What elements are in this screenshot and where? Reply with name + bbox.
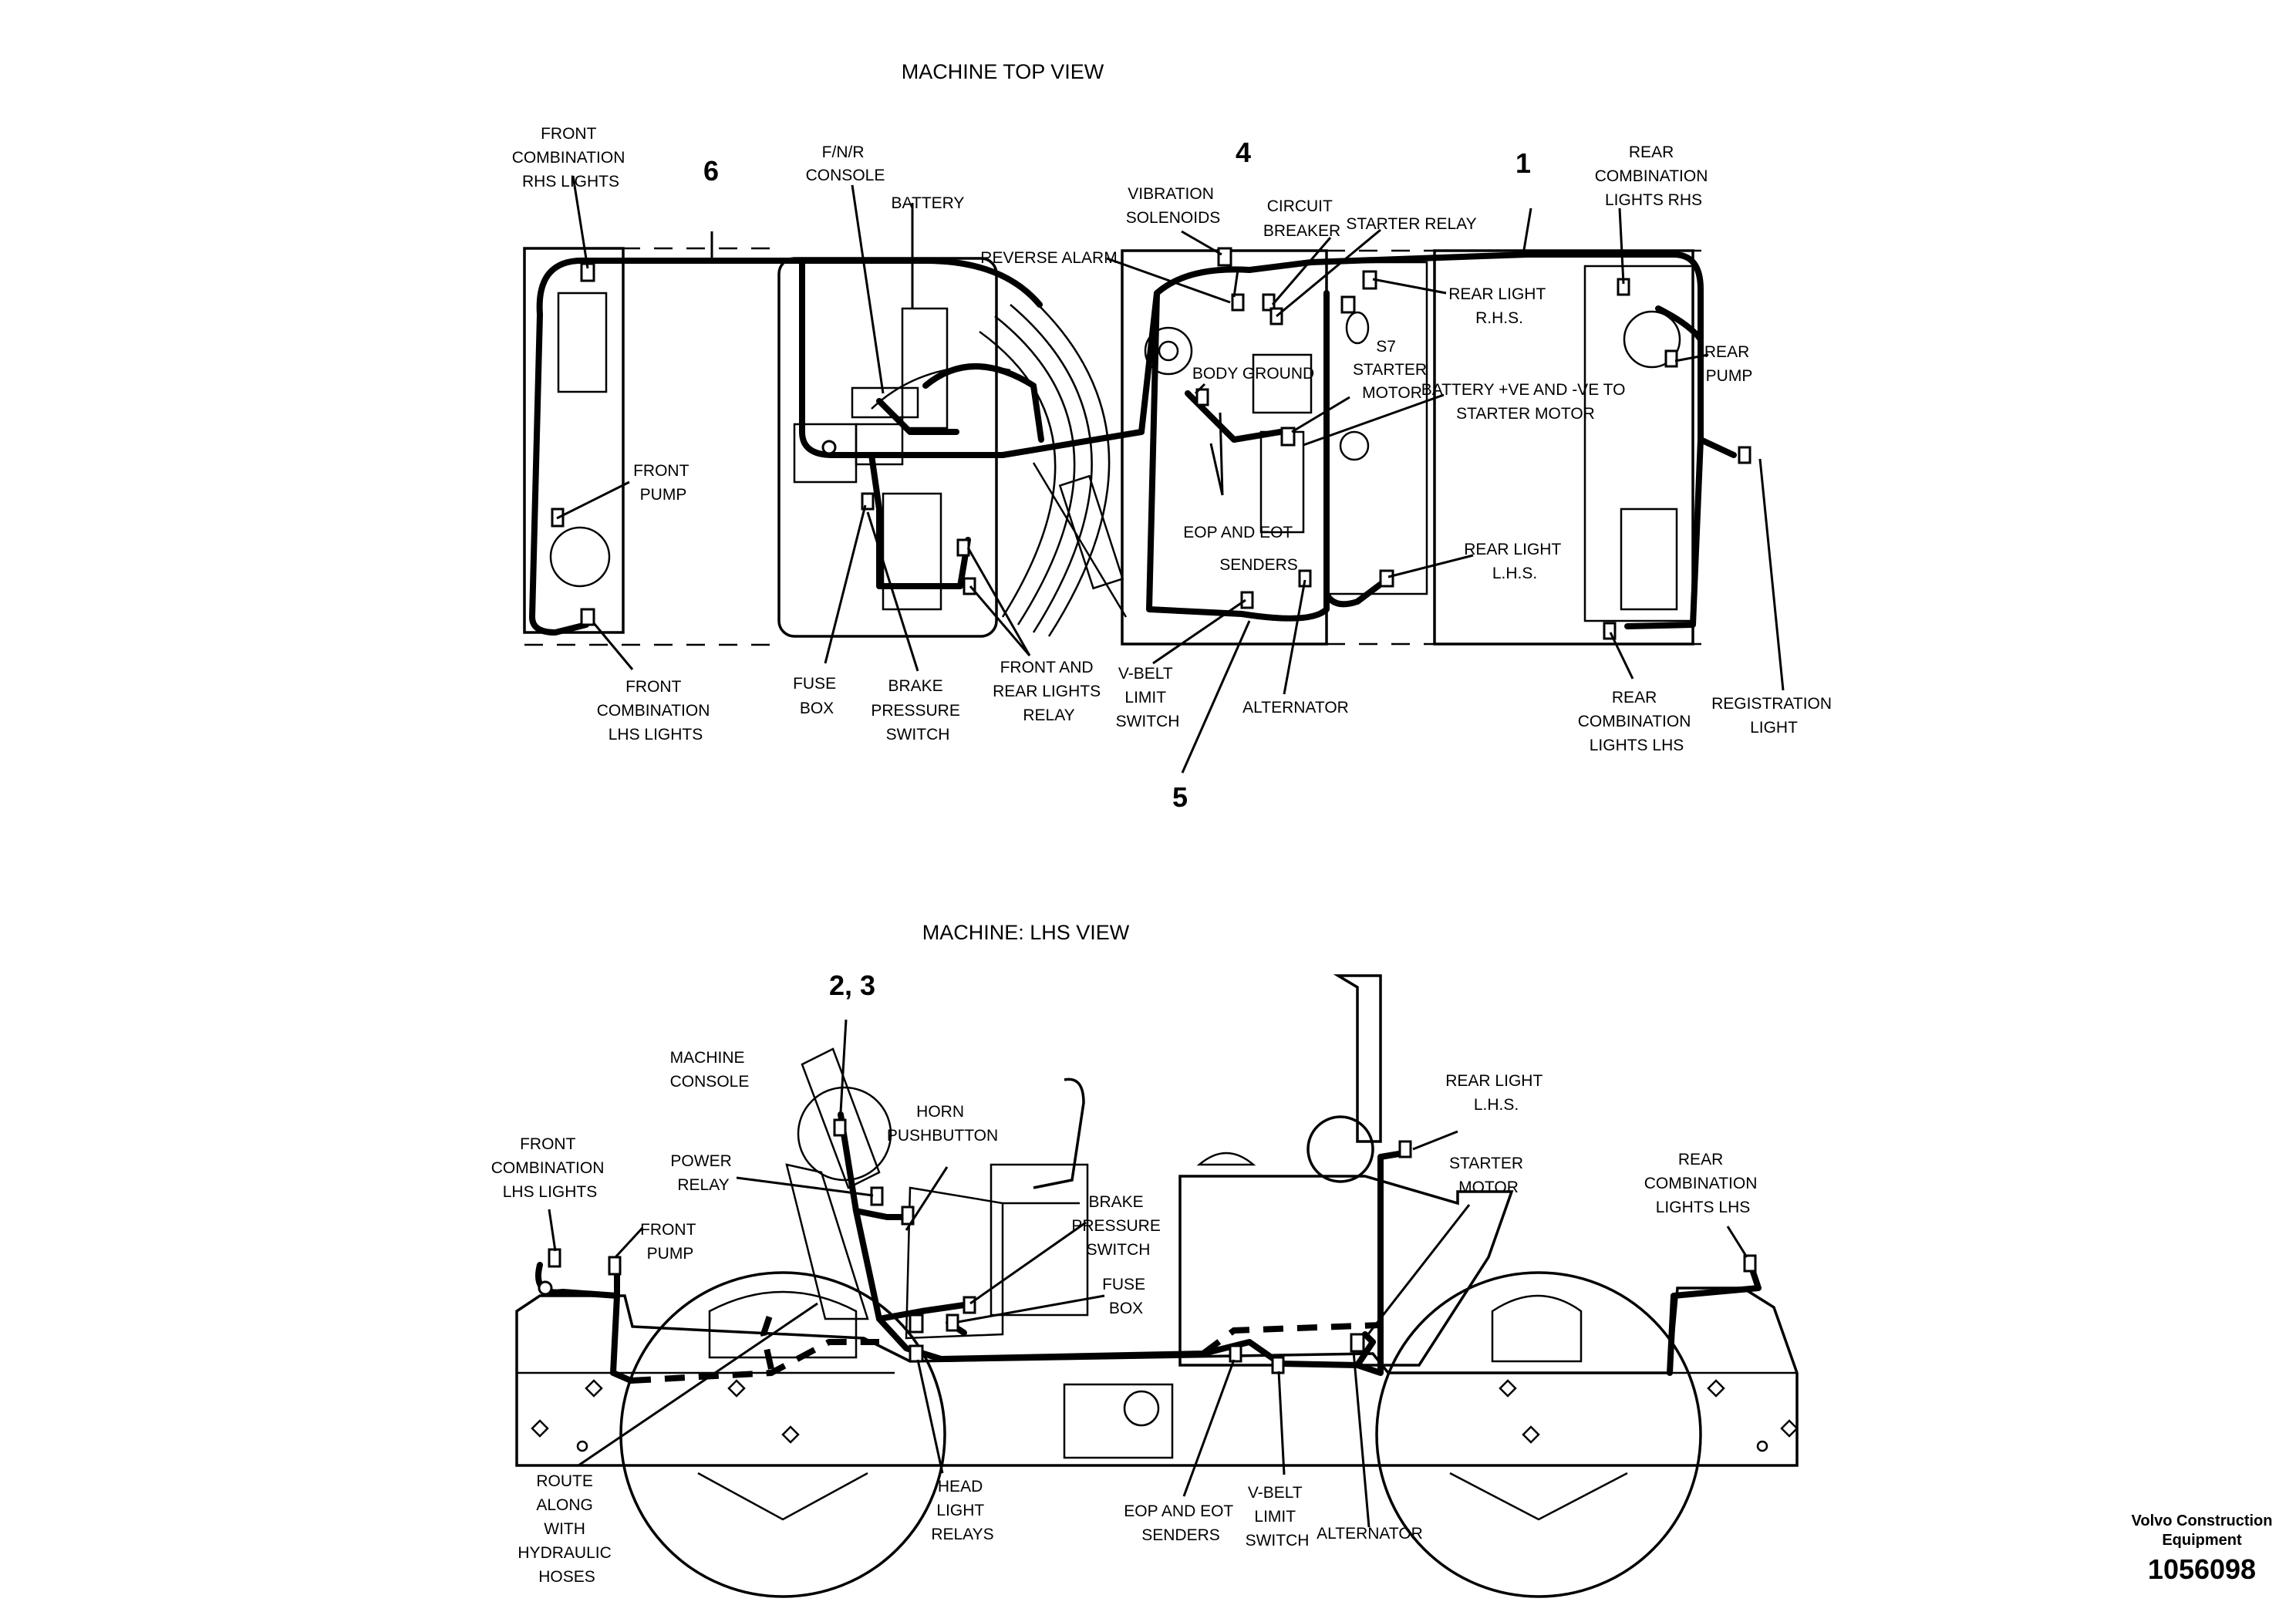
side-view-harness (535, 1111, 1762, 1384)
label-starter-motor-side: STARTER MOTOR (1449, 1155, 1528, 1196)
callout-2-3: 2, 3 (829, 969, 875, 1001)
side-view-labels: MACHINE CONSOLE HORN PUSHBUTTON REAR LIG… (491, 1049, 1762, 1586)
top-view-harness (529, 251, 1737, 636)
label-front-combination-rhs-lights: FRONT COMBINATION RHS LIGHTS (512, 125, 629, 191)
brand-line-1: Volvo Construction (2132, 1512, 2273, 1529)
label-reverse-alarm: REVERSE ALARM (980, 249, 1117, 267)
label-rear-light-lhs: REAR LIGHT L.H.S. (1464, 541, 1566, 582)
label-rear-light-lhs-side: REAR LIGHT L.H.S. (1445, 1072, 1547, 1114)
label-alternator-side: ALTERNATOR (1317, 1525, 1423, 1543)
side-view-title: MACHINE: LHS VIEW (922, 921, 1130, 944)
label-brake-pressure-switch-side: BRAKE PRESSURE SWITCH (1071, 1193, 1165, 1259)
label-eop-eot-senders-side: EOP AND EOT SENDERS (1124, 1502, 1237, 1544)
callout-1: 1 (1515, 147, 1531, 179)
label-battery-to-starter: BATTERY +VE AND -VE TO STARTER MOTOR (1421, 381, 1630, 423)
label-battery: BATTERY (892, 194, 965, 212)
label-front-rear-lights-relay: FRONT AND REAR LIGHTS RELAY (993, 659, 1105, 724)
label-fnr-console: F/N/R CONSOLE (806, 143, 885, 184)
label-rear-combination-lights-lhs: REAR COMBINATION LIGHTS LHS (1578, 689, 1695, 754)
label-starter-relay: STARTER RELAY (1346, 215, 1476, 233)
top-view-machine-outline (523, 247, 1704, 646)
label-rear-pump: REAR PUMP (1704, 343, 1754, 385)
label-front-pump: FRONT PUMP (633, 462, 693, 504)
top-view-labels: FRONT COMBINATION RHS LIGHTS F/N/R CONSO… (512, 125, 1836, 754)
top-view-title: MACHINE TOP VIEW (902, 60, 1104, 83)
label-front-combination-lhs-lights-side: FRONT COMBINATION LHS LIGHTS (491, 1135, 609, 1201)
label-fuse-box: FUSE BOX (793, 675, 841, 717)
label-vibration-solenoids: VIBRATION SOLENOIDS (1126, 185, 1221, 227)
label-eop-eot-senders: EOP AND EOT SENDERS (1183, 524, 1297, 574)
brand-line-2: Equipment (2162, 1532, 2242, 1549)
side-view-callouts: 2, 3 (829, 969, 875, 1001)
label-machine-console: MACHINE CONSOLE (670, 1049, 750, 1091)
footer: Volvo Construction Equipment 1056098 (2132, 1512, 2273, 1585)
label-rear-combination-lights-rhs: REAR COMBINATION LIGHTS RHS (1595, 143, 1712, 209)
label-front-combination-lhs-lights: FRONT COMBINATION LHS LIGHTS (597, 678, 714, 744)
callout-6: 6 (703, 155, 719, 187)
callout-4: 4 (1236, 137, 1251, 168)
label-rear-combination-lights-lhs-side: REAR COMBINATION LIGHTS LHS (1644, 1151, 1762, 1216)
label-vbelt-limit-switch-side: V-BELT LIMIT SWITCH (1246, 1484, 1310, 1549)
callout-5: 5 (1172, 781, 1188, 813)
side-view-connectors (538, 1118, 1757, 1374)
label-front-pump-side: FRONT PUMP (640, 1221, 700, 1263)
label-brake-pressure-switch: BRAKE PRESSURE SWITCH (871, 677, 964, 744)
side-view-machine-outline (515, 974, 1799, 1598)
label-route-along-hydraulic-hoses: ROUTE ALONG WITH HYDRAULIC HOSES (518, 1472, 615, 1586)
side-view-leader-lines (548, 1019, 1748, 1528)
top-view-callouts: 6 4 1 5 (703, 137, 1531, 813)
label-circuit-breaker: CIRCUIT BREAKER (1263, 197, 1340, 240)
label-registration-light: REGISTRATION LIGHT (1711, 695, 1836, 737)
label-rear-light-rhs: REAR LIGHT R.H.S. (1448, 285, 1550, 327)
top-view-leader-lines (556, 175, 1785, 774)
label-s7-starter-motor: S7 STARTER MOTOR (1353, 338, 1431, 402)
part-number: 1056098 (2148, 1553, 2256, 1585)
label-power-relay: POWER RELAY (670, 1152, 736, 1194)
label-vbelt-limit-switch: V-BELT LIMIT SWITCH (1116, 665, 1180, 730)
label-head-light-relays: HEAD LIGHT RELAYS (931, 1478, 993, 1543)
label-body-ground: BODY GROUND (1192, 365, 1314, 383)
label-horn-pushbutton: HORN PUSHBUTTON (887, 1103, 998, 1145)
label-alternator: ALTERNATOR (1242, 699, 1349, 717)
label-fuse-box-side: FUSE BOX (1102, 1276, 1150, 1317)
